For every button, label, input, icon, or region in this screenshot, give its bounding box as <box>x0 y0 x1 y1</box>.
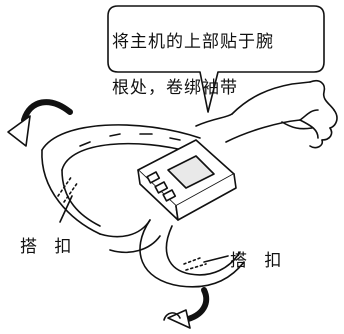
instruction-line-1: 将主机的上部贴于腕 <box>112 32 274 52</box>
strap-left <box>41 124 201 235</box>
clasp-label-right: 搭 扣 <box>230 251 288 271</box>
curved-arrow-icon <box>163 287 210 329</box>
forearm <box>195 81 311 143</box>
hand <box>281 79 338 149</box>
clasp-label-left: 搭 扣 <box>20 237 78 257</box>
instruction-text: 将主机的上部贴于腕 根处，卷绑袖带 <box>112 8 320 100</box>
speech-bubble <box>107 5 325 113</box>
instruction-line-2: 根处，卷绑袖带 <box>112 78 238 98</box>
curved-arrow-icon <box>7 99 73 147</box>
wrist-monitor <box>137 139 237 221</box>
strap-lower <box>99 219 245 288</box>
